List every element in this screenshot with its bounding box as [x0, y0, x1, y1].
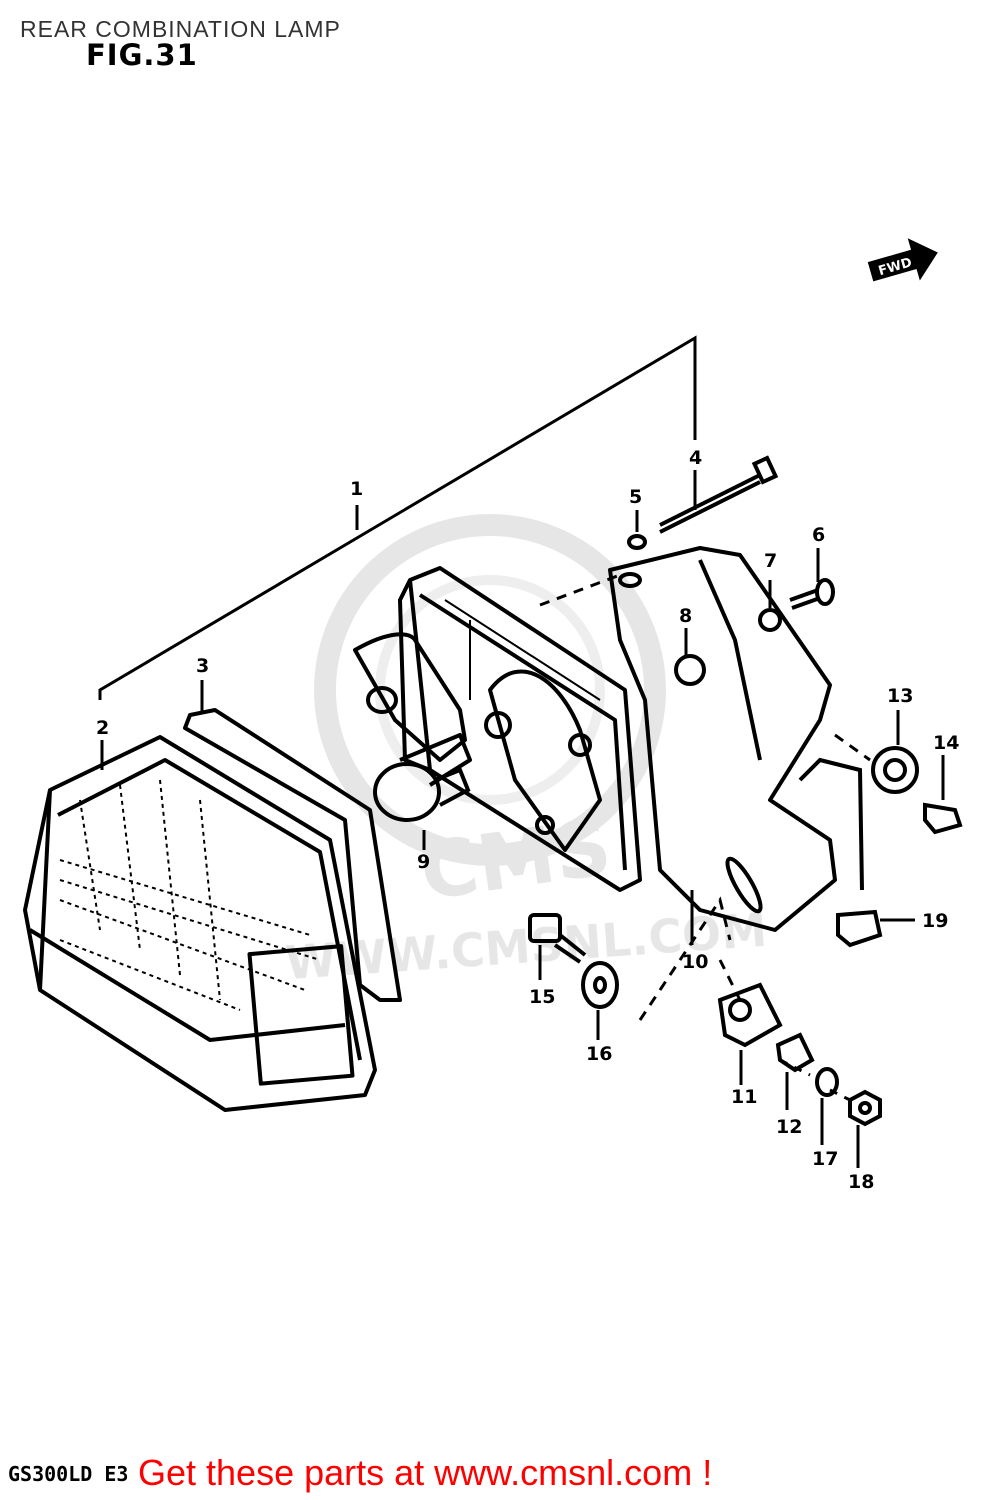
lens-gasket [183, 708, 402, 1002]
buy-parts-link[interactable]: Get these parts at www.cmsnl.com ! [138, 1452, 713, 1493]
bolt [528, 913, 587, 964]
leader-lines [100, 510, 945, 1168]
callout-14: 14 [933, 732, 959, 754]
fwd-arrow-icon: FWD [867, 238, 938, 282]
callout-1: 1 [350, 478, 363, 500]
callout-9: 9 [417, 851, 430, 873]
callout-4: 4 [689, 447, 702, 469]
callout-18: 18 [848, 1171, 874, 1193]
callout-6: 6 [812, 524, 825, 546]
model-code: GS300LD E3 [8, 1462, 129, 1486]
washer [627, 534, 647, 550]
spring-washer [815, 1067, 839, 1097]
nut [848, 1089, 882, 1127]
callout-5: 5 [629, 486, 642, 508]
callout-numbers: 1 2 3 4 5 6 7 8 9 10 11 12 13 14 15 16 1… [96, 447, 959, 1193]
callout-19: 19 [922, 910, 948, 932]
callout-17: 17 [812, 1148, 838, 1170]
plain-washer [581, 961, 619, 1009]
cushion [836, 909, 883, 948]
mounting-bracket [608, 546, 837, 932]
callout-15: 15 [529, 986, 555, 1008]
watermark: CMS WWW.CMSNL.COM [284, 514, 769, 990]
callout-8: 8 [679, 605, 692, 627]
callout-3: 3 [196, 655, 209, 677]
assembly-bracket-part-1 [98, 335, 697, 700]
lock-washer [758, 608, 782, 632]
grommet [871, 746, 919, 794]
diagram-title: REAR COMBINATION LAMP [20, 16, 341, 42]
callout-13: 13 [887, 685, 913, 707]
long-bolt [659, 455, 779, 534]
figure-number: FIG.31 [86, 38, 198, 72]
collar [923, 802, 963, 835]
callout-10: 10 [682, 951, 708, 973]
callout-16: 16 [586, 1043, 612, 1065]
screw [789, 578, 835, 610]
callout-12: 12 [776, 1116, 802, 1138]
spacer [717, 982, 783, 1048]
callout-7: 7 [764, 550, 777, 572]
callout-2: 2 [96, 717, 109, 739]
callout-11: 11 [731, 1086, 757, 1108]
small-collar [775, 1032, 815, 1073]
tail-lamp-lens [23, 735, 377, 1112]
bulb [373, 762, 471, 822]
